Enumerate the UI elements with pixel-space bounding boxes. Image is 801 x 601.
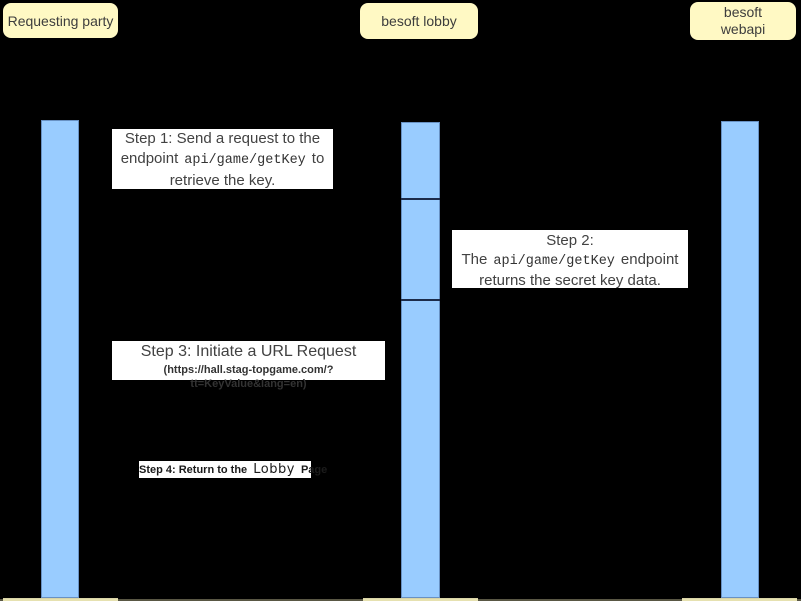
bottom-actor-sliver-requesting-party bbox=[3, 598, 118, 601]
message-step3: Step 3: Initiate a URL Request (https://… bbox=[112, 341, 385, 390]
activation-bar-besoft-webapi bbox=[721, 121, 759, 598]
actor-requesting-party: Requesting party bbox=[3, 3, 118, 38]
actor-besoft-webapi: besoft webapi bbox=[690, 2, 796, 40]
actor-besoft-lobby: besoft lobby bbox=[360, 3, 478, 39]
activation-segment-divider bbox=[401, 299, 440, 301]
bottom-actor-sliver-besoft-lobby bbox=[363, 598, 478, 601]
bottom-actor-sliver-besoft-webapi bbox=[682, 598, 797, 601]
step2-line1: Step 2: bbox=[546, 232, 594, 249]
actor-requesting-party-label: Requesting party bbox=[7, 12, 114, 29]
step2-endpoint-code: api/game/getKey bbox=[493, 254, 615, 269]
step3-title: Step 3: Initiate a URL Request bbox=[140, 343, 357, 360]
step4-lobby-word: Lobby bbox=[253, 462, 295, 477]
activation-bar-besoft-lobby bbox=[401, 122, 440, 598]
step1-endpoint-code: api/game/getKey bbox=[184, 153, 306, 168]
actor-besoft-webapi-label-line1: besoft bbox=[723, 4, 763, 20]
step3-url: (https://hall.stag-topgame.com/?tt=KeyVa… bbox=[163, 364, 334, 390]
message-step4: Step 4: Return to the Lobby Page bbox=[139, 461, 328, 478]
step1-line1: Step 1: Send a request to the bbox=[124, 130, 321, 147]
step2-line3: returns the secret key data. bbox=[479, 272, 661, 289]
actor-besoft-webapi-label-line2: webapi bbox=[720, 21, 766, 37]
bottom-edge-line bbox=[0, 599, 801, 601]
step1-line3: retrieve the key. bbox=[169, 172, 276, 189]
actor-besoft-lobby-label: besoft lobby bbox=[381, 13, 457, 29]
activation-segment-divider bbox=[401, 198, 440, 200]
activation-bar-requesting-party bbox=[41, 120, 79, 598]
